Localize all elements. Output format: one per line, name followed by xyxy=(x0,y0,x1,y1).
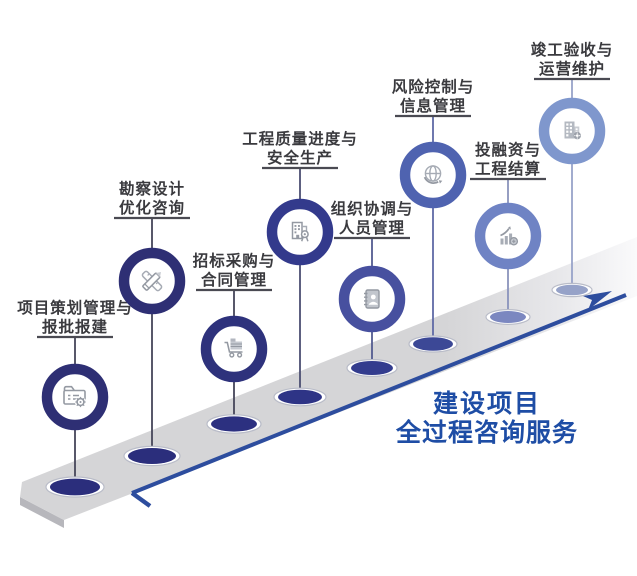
ramp-node xyxy=(351,361,393,375)
step-label-line1: 组织协调与 xyxy=(331,199,414,218)
step-label-line2: 报批报建 xyxy=(42,317,108,336)
step-circle xyxy=(474,202,542,270)
step-1: 项目策划管理与 报批报建 xyxy=(17,298,133,498)
building-award-icon xyxy=(291,221,309,242)
step-label-line1: 勘察设计 xyxy=(119,179,185,198)
cart-icon xyxy=(224,338,243,358)
arrow-tail-hook xyxy=(130,491,152,508)
step-label-line2: 工程结算 xyxy=(475,159,541,178)
arrow-shaft xyxy=(131,293,627,495)
step-label-line1: 竣工验收与 xyxy=(531,40,614,59)
step-label-line2: 运营维护 xyxy=(539,59,605,78)
step-label-line2: 安全生产 xyxy=(267,148,333,167)
step-8: 竣工验收与 运营维护 xyxy=(531,40,614,298)
ramp-node xyxy=(413,337,453,351)
ramp-node xyxy=(128,448,176,464)
ramp-node xyxy=(211,416,257,432)
step-label-line2: 人员管理 xyxy=(339,218,405,237)
step-6: 风险控制与 信息管理 xyxy=(392,77,475,353)
ramp-node xyxy=(50,478,100,496)
ramp-surface xyxy=(20,237,637,520)
folder-gear-icon xyxy=(63,385,87,408)
ramp-node xyxy=(556,284,588,296)
step-5: 组织协调与 人员管理 xyxy=(331,199,414,378)
step-label-line2: 合同管理 xyxy=(201,270,267,289)
ramp xyxy=(20,237,637,528)
step-label-line1: 招标采购与 xyxy=(193,251,276,270)
building-gear-icon xyxy=(564,121,581,140)
step-circle xyxy=(399,141,467,209)
step-circle xyxy=(266,198,334,266)
step-circle xyxy=(41,363,109,431)
address-book-icon xyxy=(364,289,380,309)
step-7: 投融资与 工程结算 xyxy=(470,140,546,326)
title-line1: 建设项目 xyxy=(433,390,541,418)
step-label-line2: 优化咨询 xyxy=(119,198,185,217)
diagram-title: 建设项目 全过程咨询服务 xyxy=(395,390,578,447)
globe-sync-icon xyxy=(423,165,443,184)
step-label-line1: 工程质量进度与 xyxy=(242,129,358,148)
design-tools-icon xyxy=(141,270,163,292)
step-label-line1: 投融资与 xyxy=(475,140,541,159)
ramp-bevel xyxy=(20,497,64,528)
step-4: 工程质量进度与 安全生产 xyxy=(242,129,358,407)
step-label-line1: 风险控制与 xyxy=(392,77,475,96)
ramp-node xyxy=(278,389,322,405)
timeline-arrow xyxy=(130,291,627,508)
chart-growth-icon xyxy=(500,226,519,246)
step-2: 勘察设计 优化咨询 xyxy=(114,179,190,467)
step-label-line1: 项目策划管理与 xyxy=(17,298,133,317)
step-label-line2: 信息管理 xyxy=(400,96,466,115)
ramp-node xyxy=(490,311,526,323)
title-line2: 全过程咨询服务 xyxy=(395,418,578,447)
step-3: 招标采购与 合同管理 xyxy=(193,251,276,434)
arrow-head xyxy=(583,291,612,310)
